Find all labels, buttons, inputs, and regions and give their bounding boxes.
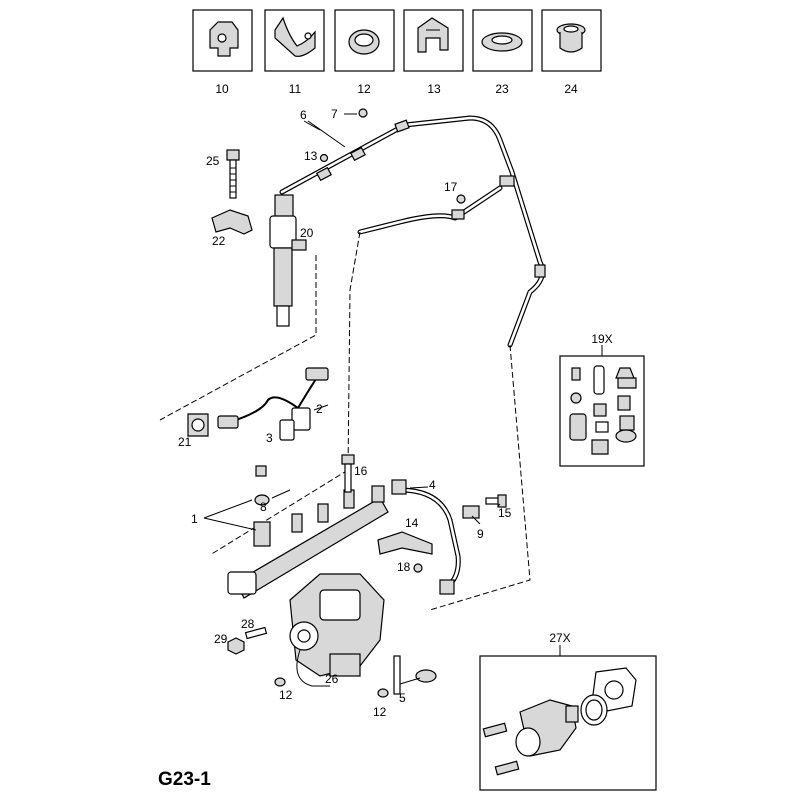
injector-clamp-22: [211, 209, 253, 235]
kit-box-10[interactable]: 10: [192, 9, 253, 96]
bolt-15: [485, 494, 507, 508]
high-pressure-line: [377, 479, 507, 595]
callout-15: 15: [498, 506, 512, 520]
sensor-21: [187, 413, 209, 437]
kit-box-23[interactable]: 23: [472, 9, 533, 96]
callout-7: 7: [331, 107, 338, 121]
connector-2: [291, 367, 329, 431]
inset-27x-label: 27X: [549, 631, 570, 645]
clamp-14: [377, 531, 433, 555]
callout-3: 3: [266, 431, 273, 445]
bolt-18: [413, 563, 423, 573]
callout-9: 9: [477, 527, 484, 541]
kit-box-label: 23: [495, 82, 509, 96]
kit-box-row: 10 11 12 13: [192, 9, 602, 96]
seal-ring-icon: [481, 32, 523, 52]
retainer-clip-icon: [417, 17, 449, 53]
washer-12a: [274, 677, 286, 687]
nut-29: [227, 637, 245, 655]
hose-clip-icon: [348, 29, 380, 55]
kit-box-24[interactable]: 24: [541, 9, 602, 96]
kit-box-label: 10: [215, 82, 229, 96]
callout-13: 13: [304, 149, 318, 163]
callout-1: 1: [191, 512, 198, 526]
callout-8: 8: [260, 500, 267, 514]
callout-20: 20: [300, 226, 314, 240]
kit-box-label: 13: [427, 82, 441, 96]
callout-14: 14: [405, 516, 419, 530]
injector-assembly: [211, 149, 307, 327]
inset-27x[interactable]: 27X: [479, 631, 657, 791]
callout-17: 17: [444, 180, 458, 194]
return-line-connector: [316, 119, 546, 278]
pipe-nut-4b: [439, 579, 455, 595]
callout-26: 26: [325, 672, 339, 686]
pipe-nut-4: [391, 479, 407, 495]
callout-6: 6: [300, 108, 307, 122]
callout-18: 18: [397, 560, 411, 574]
kit-box-label: 11: [289, 82, 302, 96]
bolt-7: [358, 108, 368, 118]
kit-box-13[interactable]: 13: [403, 9, 464, 96]
callout-29: 29: [214, 632, 228, 646]
inset-27x-parts: [482, 667, 637, 776]
callout-21: 21: [178, 435, 192, 449]
return-line-assembly: [279, 108, 546, 348]
leader-lines: [203, 120, 501, 531]
callout-12a: 12: [279, 688, 293, 702]
fuel-rail-assembly: [227, 454, 389, 599]
diagram-code: G23-1: [158, 769, 211, 790]
callout-2: 2: [316, 402, 323, 416]
banjo-assembly: [377, 655, 437, 698]
kit-box-label: 24: [564, 82, 578, 96]
inset-19x-label: 19X: [591, 332, 612, 346]
callout-25: 25: [206, 154, 220, 168]
callout-16: 16: [354, 464, 368, 478]
high-pressure-pump: [227, 573, 385, 687]
clip-13: [319, 153, 329, 163]
callout-4: 4: [429, 478, 436, 492]
bolt-25: [226, 149, 240, 199]
callout-5: 5: [399, 691, 406, 705]
bolt-16: [341, 454, 355, 493]
callout-labels: 6 7 13 25 22 20 17 21 3 2 16 8 1 4 15 14…: [178, 107, 512, 719]
grommet-icon: [556, 23, 586, 53]
pipe-clamp-icon: [274, 16, 316, 57]
kit-box-label: 12: [357, 82, 371, 96]
bolt-17: [456, 194, 466, 204]
fuel-rail-1: [227, 485, 389, 599]
connector-3: [217, 415, 295, 441]
bracket-clip-icon: [209, 21, 239, 57]
bolt-8: [254, 465, 291, 506]
inset-19x-parts: [569, 365, 637, 455]
inset-19x[interactable]: 19X: [559, 332, 645, 467]
stud-28: [244, 626, 268, 640]
injector-20: [269, 194, 307, 327]
bracket-9: [462, 505, 480, 519]
sensor-harness: [187, 367, 329, 441]
dashed-leaders: [159, 231, 531, 611]
callout-28: 28: [241, 617, 255, 631]
kit-box-12[interactable]: 12: [334, 9, 395, 96]
callout-22: 22: [212, 234, 226, 248]
kit-box-11[interactable]: 11: [264, 9, 325, 96]
washer-12b: [377, 688, 389, 698]
callout-12b: 12: [373, 705, 387, 719]
